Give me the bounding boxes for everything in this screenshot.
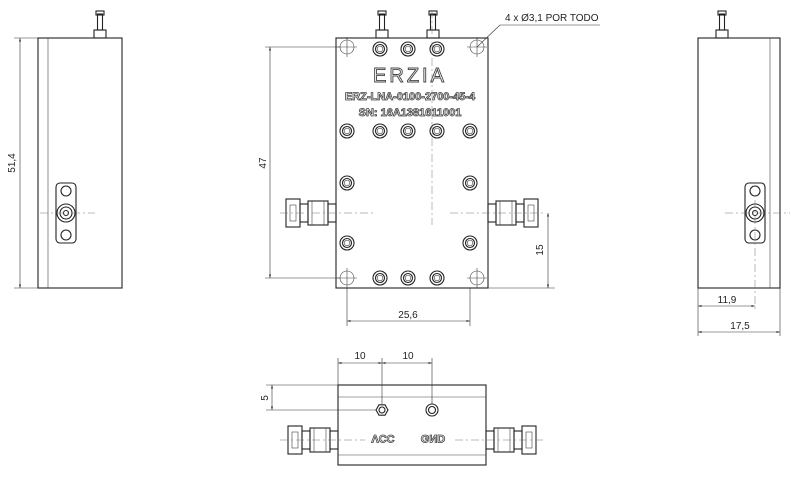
dimension-gnd-offset-label: 10: [402, 351, 414, 362]
dimension-hole-height-label: 47: [258, 157, 269, 169]
vcc-terminal-icon: [375, 404, 389, 416]
right-side-view: 11,9 17,5: [697, 10, 790, 336]
vcc-label: VCC: [371, 432, 394, 444]
dimension-hole-width-label: 25,6: [398, 310, 418, 321]
bottom-view: VCC GND 10 10 5: [260, 351, 545, 466]
supply-pin-icon: [93, 10, 107, 39]
gnd-terminal-icon: [425, 403, 439, 417]
dimension-pin-depth-label: 5: [260, 395, 271, 401]
brand-logo: ERZIA: [373, 65, 447, 87]
serial-number: SN: 16A1381611001: [359, 107, 462, 119]
dimension-height-label: 51,4: [7, 153, 18, 173]
gnd-label: GND: [421, 432, 446, 444]
part-number: ERZ-LNA-0100-2700-45-4: [345, 91, 476, 103]
front-view: ERZIA ERZ-LNA-0100-2700-45-4 SN: 16A1381…: [258, 10, 600, 326]
dimension-connector-height-label: 15: [535, 244, 546, 256]
dimension-connector-offset-label: 11,9: [718, 295, 737, 306]
dimension-vcc-offset-label: 10: [354, 351, 366, 362]
hole-note: 4 x Ø3,1 POR TODO: [505, 13, 599, 24]
dimension-width-label: 17,5: [730, 321, 750, 332]
left-side-view: 51,4: [7, 10, 123, 289]
